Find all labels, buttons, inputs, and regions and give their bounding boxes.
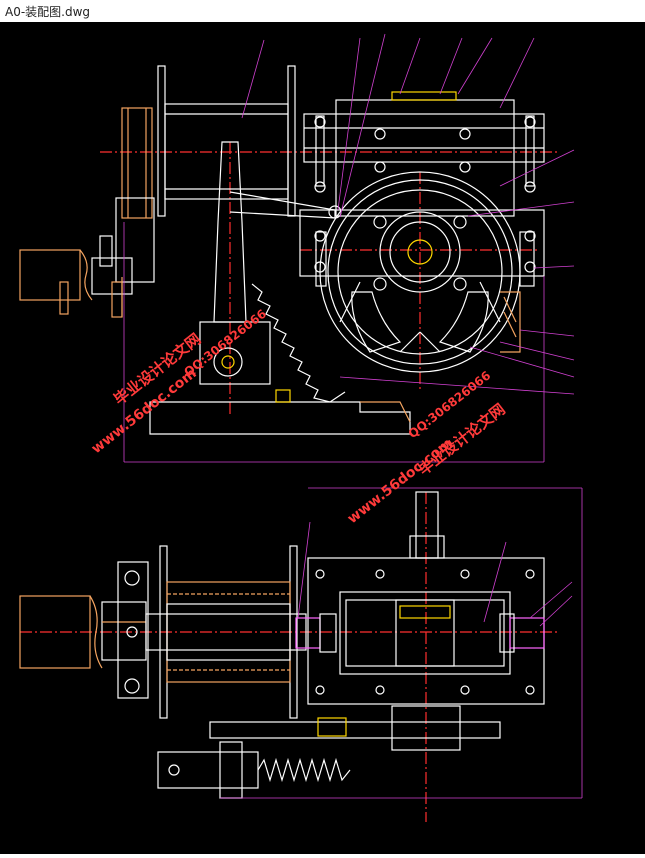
plan-view-leaders <box>297 521 573 627</box>
gearbox-flange <box>303 113 545 163</box>
worm-gear-plan <box>395 599 455 667</box>
watermark-a: www.56doc.com 毕业设计论文网 QQ:306826066 <box>89 307 269 458</box>
front-view <box>19 65 560 463</box>
window-title: A0-装配图.dwg <box>5 5 91 19</box>
gearbox-cap <box>391 91 457 101</box>
drum-body <box>164 103 289 200</box>
left-support-block <box>115 197 155 283</box>
drawing-canvas[interactable]: www.56doc.com 毕业设计论文网 QQ:306826066 www.5… <box>0 22 645 854</box>
base-pillow-block <box>199 321 271 385</box>
tension-spring <box>251 283 346 403</box>
assembly-drawing: www.56doc.com 毕业设计论文网 QQ:306826066 www.5… <box>19 33 583 822</box>
drum-shaft <box>145 613 307 651</box>
plan-spring-bracket <box>157 751 259 789</box>
drum-flange-right <box>287 65 296 217</box>
worm-wheel-rim <box>319 171 521 373</box>
lever-arm <box>229 191 336 219</box>
front-view-leaders <box>241 33 575 395</box>
plan-view <box>19 487 583 822</box>
plan-motor-stub <box>19 595 91 669</box>
coupling <box>117 561 149 699</box>
base-plate <box>149 401 411 435</box>
output-shaft <box>415 491 439 559</box>
worm-wheel-hub <box>379 211 461 293</box>
title-bar: A0-装配图.dwg <box>0 0 645 23</box>
motor-stub <box>19 249 81 301</box>
left-bracket <box>121 107 153 219</box>
watermark-b: www.56doc.com 毕业设计论文网 QQ:306826066 <box>345 368 509 527</box>
gearbox-lower <box>299 209 545 277</box>
plan-tension-spring <box>257 757 351 783</box>
drum-flange-left <box>157 65 166 217</box>
brake-pulley <box>391 705 461 751</box>
plan-lever <box>209 721 501 739</box>
